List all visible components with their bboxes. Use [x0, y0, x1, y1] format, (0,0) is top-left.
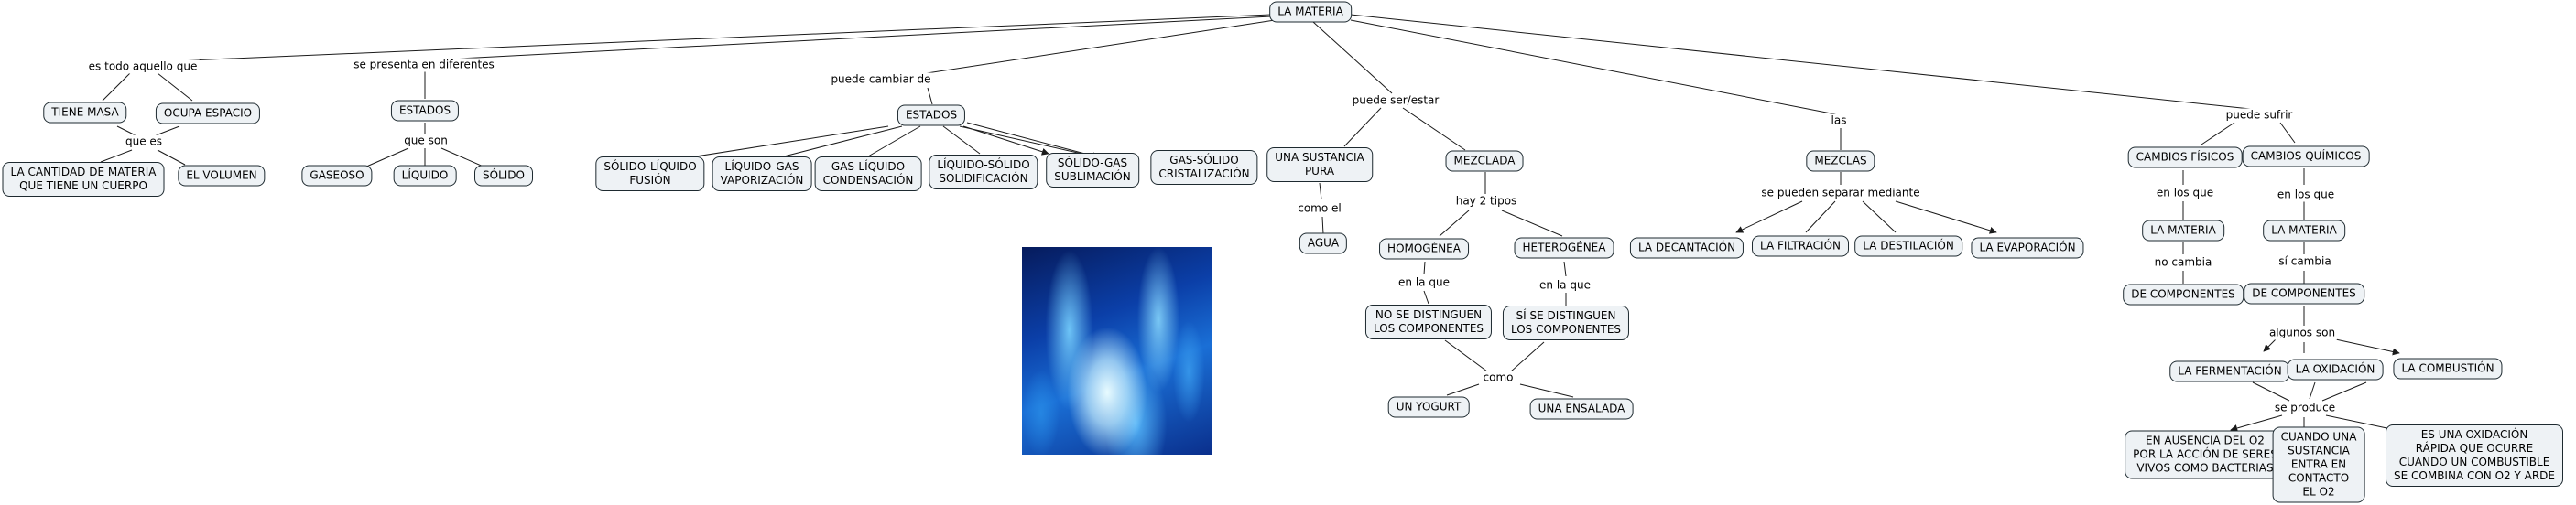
node-fermentacion: LA FERMENTACIÓN	[2169, 360, 2290, 382]
phrase-hay-2-tipos: hay 2 tipos	[1453, 194, 1519, 209]
phrase-algunos-son: algunos son	[2266, 326, 2338, 340]
node-evaporacion: LA EVAPORACIÓN	[1971, 237, 2084, 259]
phrase-si-cambia: sí cambia	[2277, 254, 2333, 269]
node-una-ensalada: UNA ENSALADA	[1529, 398, 1634, 420]
phrase-en-la-que-homogenea: en la que	[1397, 275, 1451, 290]
node-estados-cambiar: ESTADOS	[897, 104, 966, 126]
node-si-distinguen: SÍ SE DISTINGUEN LOS COMPONENTES	[1502, 306, 1630, 340]
phrase-puede-cambiar-de: puede cambiar de	[829, 72, 933, 87]
node-gas-liquido: GAS-LÍQUIDO CONDENSACIÓN	[814, 156, 922, 191]
phrase-las: las	[1829, 113, 1849, 128]
node-componentes-fisicos: DE COMPONENTES	[2123, 284, 2244, 306]
phrase-que-es: que es	[123, 134, 165, 149]
node-sustancia-pura: UNA SUSTANCIA PURA	[1266, 147, 1373, 182]
node-no-distinguen: NO SE DISTINGUEN LOS COMPONENTES	[1364, 305, 1493, 339]
node-cantidad-materia: LA CANTIDAD DE MATERIA QUE TIENE UN CUER…	[2, 162, 165, 197]
node-liquido-gas: LÍQUIDO-GAS VAPORIZACIÓN	[712, 156, 812, 191]
phrase-se-produce: se produce	[2272, 401, 2338, 415]
node-oxidacion: LA OXIDACIÓN	[2287, 359, 2384, 381]
node-homogenea: HOMOGÉNEA	[1379, 238, 1469, 260]
node-gaseoso: GASEOSO	[301, 165, 373, 187]
node-oxidacion-rapida: ES UNA OXIDACIÓN RÁPIDA QUE OCURRE CUAND…	[2386, 424, 2563, 487]
node-solido-liquido: SÓLIDO-LÍQUIDO FUSIÓN	[595, 156, 705, 191]
node-la-materia-fisicos: LA MATERIA	[2142, 220, 2224, 242]
node-componentes-quimicos: DE COMPONENTES	[2244, 283, 2364, 305]
phrase-se-pueden-separar: se pueden separar mediante	[1759, 186, 1922, 200]
node-tiene-masa: TIENE MASA	[43, 102, 127, 124]
node-mezclada: MEZCLADA	[1445, 150, 1524, 172]
node-ocupa-espacio: OCUPA ESPACIO	[155, 102, 261, 124]
node-mezclas: MEZCLAS	[1806, 150, 1875, 172]
phrase-puede-ser-estar: puede ser/estar	[1350, 93, 1441, 108]
phrase-no-cambia: no cambia	[2152, 255, 2214, 270]
node-cambios-fisicos: CAMBIOS FÍSICOS	[2127, 146, 2243, 168]
node-liquido-solido: LÍQUIDO-SÓLIDO SOLIDIFICACIÓN	[929, 155, 1038, 189]
node-liquido: LÍQUIDO	[393, 165, 457, 187]
phrase-como-el: como el	[1296, 201, 1343, 216]
phrase-en-los-que-quimicos: en los que	[2275, 188, 2337, 202]
phrase-como: como	[1481, 371, 1516, 385]
node-combustion: LA COMBUSTIÓN	[2393, 358, 2503, 380]
blue-fire-image	[1022, 247, 1212, 455]
node-cuando-sustancia: CUANDO UNA SUSTANCIA ENTRA EN CONTACTO E…	[2272, 426, 2365, 503]
phrase-puede-sufrir: puede sufrir	[2223, 108, 2295, 123]
node-estados-presenta: ESTADOS	[390, 100, 460, 122]
node-el-volumen: EL VOLUMEN	[178, 165, 266, 187]
phrase-en-la-que-heterogenea: en la que	[1538, 278, 1592, 293]
phrase-en-los-que-fisicos: en los que	[2154, 186, 2216, 200]
phrase-que-son: que son	[402, 134, 450, 148]
node-agua: AGUA	[1299, 232, 1348, 254]
node-la-materia: LA MATERIA	[1269, 1, 1352, 23]
node-cambios-quimicos: CAMBIOS QUÍMICOS	[2242, 145, 2370, 167]
node-decantacion: LA DECANTACIÓN	[1629, 237, 1745, 259]
node-filtracion: LA FILTRACIÓN	[1752, 235, 1849, 257]
node-gas-solido: GAS-SÓLIDO CRISTALIZACIÓN	[1150, 150, 1258, 185]
node-un-yogurt: UN YOGURT	[1387, 396, 1470, 418]
node-solido-gas: SÓLIDO-GAS SUBLIMACIÓN	[1046, 153, 1139, 188]
node-la-materia-quimicos: LA MATERIA	[2263, 220, 2345, 242]
node-heterogenea: HETEROGÉNEA	[1514, 237, 1614, 259]
phrase-es-todo-aquello-que: es todo aquello que	[86, 59, 200, 74]
node-ausencia-o2: EN AUSENCIA DEL O2 POR LA ACCIÓN DE SERE…	[2125, 430, 2286, 479]
node-destilacion: LA DESTILACIÓN	[1854, 235, 1962, 257]
phrase-se-presenta: se presenta en diferentes	[352, 58, 496, 72]
node-solido: SÓLIDO	[474, 165, 533, 187]
